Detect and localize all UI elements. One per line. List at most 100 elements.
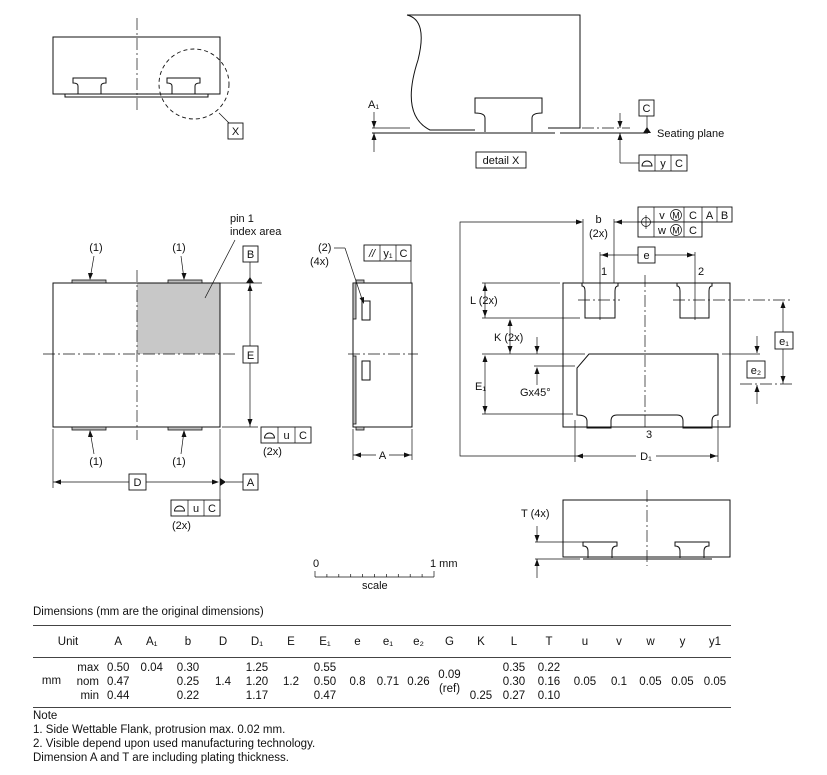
column-header: E (287, 635, 295, 648)
detail-circle (158, 48, 230, 120)
column-header: E₁ (319, 635, 331, 648)
datum-c-label: C (643, 103, 651, 115)
dimension-value: 0.55 (313, 662, 337, 674)
terminal-pad-2 (676, 283, 713, 319)
dimension-value: 0.50 (107, 662, 130, 674)
dimension-value (666, 689, 699, 703)
datum-b-box (242, 245, 259, 263)
dimension-value (699, 661, 731, 675)
dimension-value: 0.25 (176, 676, 200, 688)
pin-2-label: 2 (698, 266, 704, 278)
unit-value: mm (41, 674, 62, 687)
dimension-value: 1.4 (215, 676, 231, 688)
dimension-value (603, 661, 635, 675)
note-item: 1. Side Wettable Flank, protrusion max. … (33, 724, 286, 736)
dimension-value (403, 661, 434, 675)
position-frame: v M C A B w M C (637, 206, 733, 238)
scale-bar: 0 1 mm scale (313, 558, 458, 592)
dimension-value: 0.27 (502, 690, 526, 702)
dimension-value (206, 689, 240, 703)
dimension-value (373, 661, 403, 675)
dimension-value (567, 689, 603, 703)
pin-1-label: 1 (601, 266, 607, 278)
svg-text:C: C (208, 503, 216, 515)
dimension-value: 0.30 (176, 662, 200, 674)
svg-text:v: v (659, 210, 665, 222)
seating-plane-label: Seating plane (657, 128, 724, 140)
dimension-cell: 0.71 (373, 658, 403, 708)
unit-header: Unit (57, 635, 79, 648)
dimension-cell: 0.26 (403, 658, 434, 708)
dimension-value (342, 689, 373, 703)
dimension-value (465, 661, 497, 675)
column-header: e₂ (413, 635, 424, 648)
pin1-index-area (137, 283, 220, 354)
mmc-modifier-icon (670, 224, 682, 236)
dimension-cell: 1.2 (274, 658, 308, 708)
dim-e2-label: e₂ (751, 365, 761, 377)
dimension-value (666, 661, 699, 675)
svg-text:B: B (721, 210, 728, 222)
dimension-cell: 0.05 (666, 658, 699, 708)
column-header: D (218, 635, 228, 648)
terminal-pad (582, 541, 618, 558)
dimension-value (403, 689, 434, 703)
detail-marker-label: X (232, 126, 240, 138)
datum-a-box (242, 473, 259, 491)
dimension-cell: 0.05 (567, 658, 603, 708)
terminal-pad (166, 77, 201, 94)
notes: Note 1. Side Wettable Flank, protrusion … (33, 709, 315, 765)
note-1-label: (1) (89, 456, 102, 468)
position-icon (639, 215, 653, 229)
dimension-value (635, 689, 666, 703)
note-item: Dimension A and T are including plating … (33, 752, 289, 764)
detail-x-label: detail X (483, 155, 520, 167)
parallelism-frame-y1: // y₁ C (363, 244, 412, 262)
side-view-top-left: X (52, 18, 244, 140)
dimension-value: 0.25 (469, 690, 493, 702)
dim-e2-box (746, 360, 766, 379)
dim-e-pitch-box (637, 246, 656, 264)
dim-d-box (128, 473, 147, 491)
detail-x-box (475, 151, 527, 169)
column-header: v (616, 635, 622, 648)
dimension-value: 0.8 (349, 676, 366, 688)
svg-text:C: C (689, 225, 697, 237)
datum-b-label: B (247, 249, 254, 261)
qualifier: max (77, 662, 99, 674)
dimension-value: 1.2 (283, 676, 299, 688)
dimension-value (567, 661, 603, 675)
dim-e1-pitch-box (774, 331, 794, 350)
dim-a-label: A (379, 450, 387, 462)
dim-e1-pitch-label: e₁ (779, 336, 789, 348)
dimension-value (134, 675, 171, 689)
dimension-cell: 0.05 (635, 658, 666, 708)
svg-text:y: y (660, 158, 666, 170)
dimension-value (206, 661, 240, 675)
svg-text:(2x): (2x) (172, 520, 191, 532)
dim-e-pitch-label: e (643, 250, 649, 262)
flatness-frame-y: y C (638, 154, 688, 172)
dim-k-label: K (2x) (494, 332, 523, 344)
dimension-value: 0.05 (573, 676, 597, 688)
svg-text:A: A (706, 210, 714, 222)
unit-cell: mm (33, 658, 70, 708)
terminal-pad (72, 77, 107, 94)
dimension-cell: 0.05 (699, 658, 731, 708)
dimension-value: 0.44 (107, 690, 130, 702)
dimension-value: 0.05 (671, 676, 694, 688)
column-header: y1 (708, 635, 722, 648)
side-view: (2) (4x) // y₁ C A (310, 242, 418, 462)
dimension-cell: 0.8 (342, 658, 373, 708)
pin-3-label: 3 (646, 429, 652, 441)
qualifier: min (80, 690, 99, 702)
dimension-value (635, 661, 666, 675)
svg-text:M: M (672, 226, 680, 236)
terminal-pad-1 (581, 283, 619, 319)
